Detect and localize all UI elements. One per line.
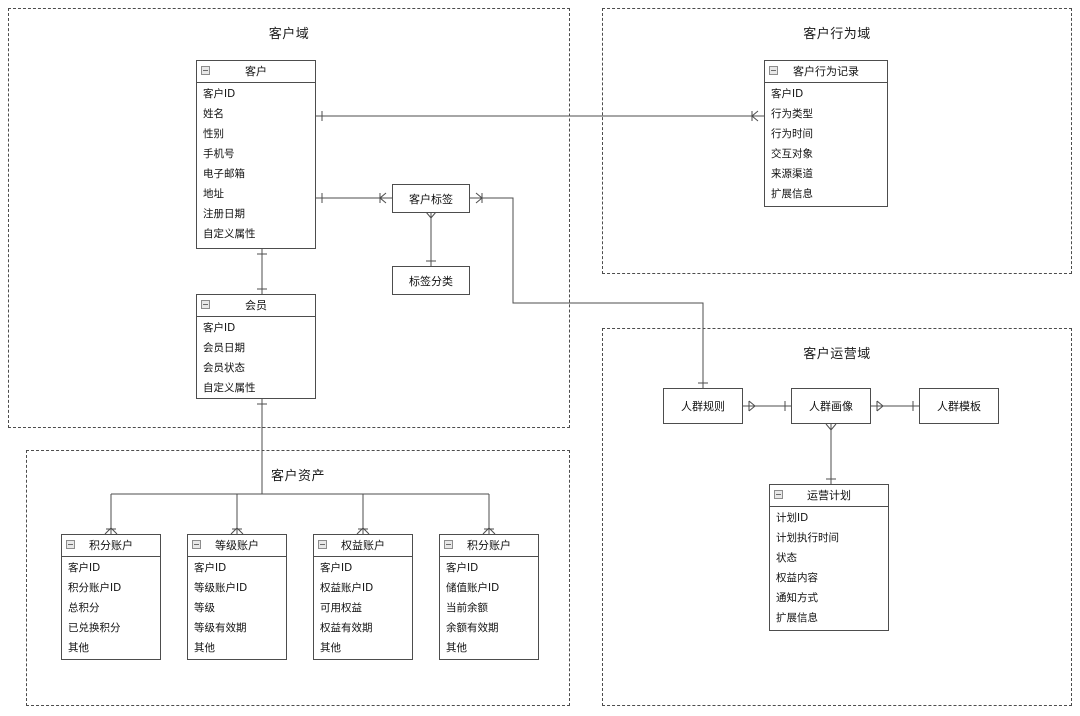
domain-customer-behavior: 客户行为域 bbox=[602, 8, 1072, 274]
entity-attribute: 总积分 bbox=[68, 601, 100, 614]
entity-attribute: 客户ID bbox=[203, 321, 236, 334]
collapse-icon[interactable] bbox=[66, 540, 75, 549]
entity-attribute: 可用权益 bbox=[320, 601, 362, 614]
entity-attribute: 计划ID bbox=[776, 511, 809, 524]
entity-behavior-record[interactable]: 客户行为记录 客户ID 行为类型 行为时间 交互对象 来源渠道 扩展信息 bbox=[764, 60, 888, 207]
collapse-icon[interactable] bbox=[444, 540, 453, 549]
entity-attribute: 扩展信息 bbox=[771, 187, 813, 200]
entity-attribute: 客户ID bbox=[320, 561, 353, 574]
entity-attribute: 来源渠道 bbox=[771, 167, 813, 180]
entity-attribute: 客户ID bbox=[771, 87, 804, 100]
domain-customer-asset: 客户资产 bbox=[26, 450, 570, 706]
node-label: 人群画像 bbox=[809, 400, 853, 413]
entity-attribute: 行为类型 bbox=[771, 107, 813, 120]
entity-attribute: 权益有效期 bbox=[320, 621, 373, 634]
entity-attribute: 姓名 bbox=[203, 107, 224, 120]
node-label: 标签分类 bbox=[409, 274, 453, 288]
entity-attribute: 其他 bbox=[194, 641, 215, 654]
entity-attribute: 会员日期 bbox=[203, 341, 245, 354]
entity-attribute: 手机号 bbox=[203, 147, 235, 160]
entity-attribute: 等级有效期 bbox=[194, 621, 247, 634]
node-crowd-rule[interactable]: 人群规则 bbox=[663, 388, 743, 424]
entity-attribute: 行为时间 bbox=[771, 127, 813, 140]
entity-customer[interactable]: 客户 客户ID 姓名 性别 手机号 电子邮箱 地址 注册日期 自定义属性 bbox=[196, 60, 316, 249]
entity-attribute: 会员状态 bbox=[203, 361, 245, 374]
entity-attribute: 等级 bbox=[194, 601, 215, 614]
entity-points-account[interactable]: 积分账户 客户ID 积分账户ID 总积分 已兑换积分 其他 bbox=[61, 534, 161, 660]
node-crowd-template[interactable]: 人群模板 bbox=[919, 388, 999, 424]
node-label: 人群规则 bbox=[681, 400, 725, 413]
node-tag-category[interactable]: 标签分类 bbox=[392, 266, 470, 295]
entity-attribute: 客户ID bbox=[194, 561, 227, 574]
entity-title: 积分账户 bbox=[89, 539, 133, 552]
entity-attribute: 等级账户ID bbox=[194, 581, 248, 594]
entity-header-member[interactable]: 会员 bbox=[197, 295, 315, 317]
domain-customer-ops: 客户运营域 bbox=[602, 328, 1072, 706]
entity-attribute: 其他 bbox=[446, 641, 467, 654]
entity-attribute: 余额有效期 bbox=[446, 621, 499, 634]
entity-attribute: 客户ID bbox=[446, 561, 479, 574]
entity-attribute: 计划执行时间 bbox=[776, 531, 839, 544]
domain-title-customer-asset: 客户资产 bbox=[270, 469, 325, 484]
entity-attribute: 已兑换积分 bbox=[68, 621, 121, 634]
entity-attribute: 注册日期 bbox=[203, 207, 245, 220]
entity-stored-value-account[interactable]: 积分账户 客户ID 储值账户ID 当前余额 余额有效期 其他 bbox=[439, 534, 539, 660]
entity-attribute: 客户ID bbox=[203, 87, 236, 100]
entity-attribute: 通知方式 bbox=[776, 591, 818, 604]
entity-header-customer[interactable]: 客户 bbox=[197, 61, 315, 83]
collapse-icon[interactable] bbox=[192, 540, 201, 549]
entity-header-behavior-record[interactable]: 客户行为记录 bbox=[765, 61, 887, 83]
entity-attribute: 客户ID bbox=[68, 561, 101, 574]
entity-title: 权益账户 bbox=[341, 539, 385, 552]
entity-header-stored-value-account[interactable]: 积分账户 bbox=[440, 535, 538, 557]
entity-header-benefit-account[interactable]: 权益账户 bbox=[314, 535, 412, 557]
domain-title-customer-behavior: 客户行为域 bbox=[803, 27, 871, 42]
entity-attribute: 性别 bbox=[203, 127, 224, 140]
entity-ops-plan[interactable]: 运营计划 计划ID 计划执行时间 状态 权益内容 通知方式 扩展信息 bbox=[769, 484, 889, 631]
entity-attribute: 电子邮箱 bbox=[203, 167, 245, 180]
entity-title: 积分账户 bbox=[467, 539, 511, 552]
collapse-icon[interactable] bbox=[318, 540, 327, 549]
entity-attribute: 状态 bbox=[776, 551, 797, 564]
entity-title: 客户 bbox=[245, 65, 267, 78]
entity-attribute: 积分账户ID bbox=[68, 581, 122, 594]
collapse-icon[interactable] bbox=[201, 66, 210, 75]
entity-attribute: 地址 bbox=[203, 187, 224, 200]
entity-attribute: 权益账户ID bbox=[320, 581, 374, 594]
entity-attribute: 其他 bbox=[320, 641, 341, 654]
node-customer-tag[interactable]: 客户标签 bbox=[392, 184, 470, 213]
entity-title: 会员 bbox=[245, 299, 267, 312]
entity-title: 运营计划 bbox=[807, 489, 851, 502]
domain-title-customer-ops: 客户运营域 bbox=[803, 347, 871, 362]
entity-title: 客户行为记录 bbox=[793, 65, 859, 78]
entity-attribute: 权益内容 bbox=[776, 571, 818, 584]
collapse-icon[interactable] bbox=[201, 300, 210, 309]
entity-attribute: 交互对象 bbox=[771, 147, 813, 160]
entity-header-ops-plan[interactable]: 运营计划 bbox=[770, 485, 888, 507]
collapse-icon[interactable] bbox=[774, 490, 783, 499]
entity-header-level-account[interactable]: 等级账户 bbox=[188, 535, 286, 557]
entity-member[interactable]: 会员 客户ID 会员日期 会员状态 自定义属性 bbox=[196, 294, 316, 399]
entity-attribute: 自定义属性 bbox=[203, 381, 256, 394]
entity-header-points-account[interactable]: 积分账户 bbox=[62, 535, 160, 557]
collapse-icon[interactable] bbox=[769, 66, 778, 75]
node-label: 客户标签 bbox=[409, 192, 453, 206]
entity-attribute: 储值账户ID bbox=[446, 581, 500, 594]
entity-attribute: 其他 bbox=[68, 641, 89, 654]
entity-benefit-account[interactable]: 权益账户 客户ID 权益账户ID 可用权益 权益有效期 其他 bbox=[313, 534, 413, 660]
entity-attribute: 扩展信息 bbox=[776, 611, 818, 624]
entity-attribute: 自定义属性 bbox=[203, 227, 256, 240]
node-label: 人群模板 bbox=[937, 400, 981, 413]
entity-title: 等级账户 bbox=[215, 539, 259, 552]
entity-level-account[interactable]: 等级账户 客户ID 等级账户ID 等级 等级有效期 其他 bbox=[187, 534, 287, 660]
node-crowd-profile[interactable]: 人群画像 bbox=[791, 388, 871, 424]
domain-title-customer: 客户域 bbox=[268, 27, 310, 42]
entity-attribute: 当前余额 bbox=[446, 601, 488, 614]
